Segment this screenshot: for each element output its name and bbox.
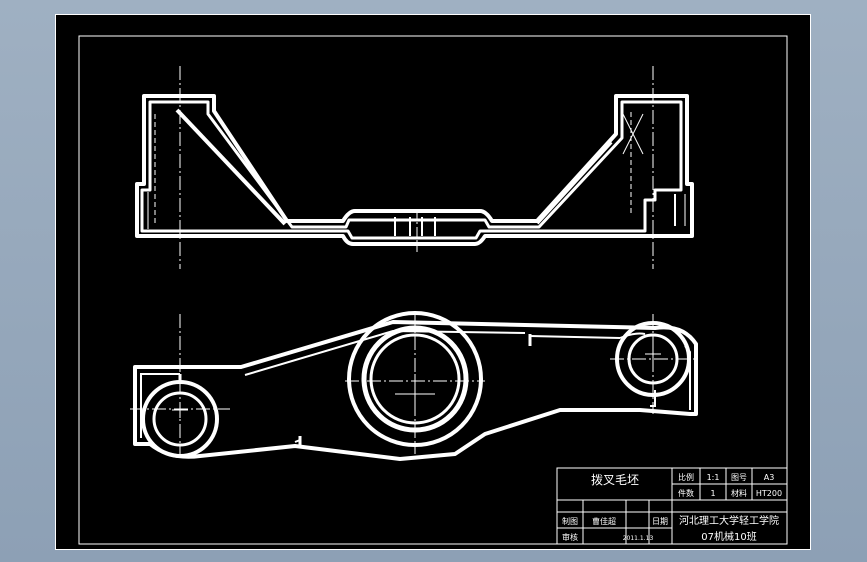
drawing-no-value: A3 [764, 473, 775, 482]
scale-value: 1:1 [707, 473, 720, 482]
drafter-label: 制图 [562, 516, 578, 526]
class-name: 07机械10班 [701, 530, 756, 543]
material-value: HT200 [756, 489, 782, 498]
inner-frame [78, 35, 788, 545]
quantity-value: 1 [710, 489, 715, 498]
title-block [556, 467, 788, 545]
drawing-sheet[interactable]: 拨叉毛坯 比例 1:1 图号 A3 件数 1 材料 HT200 制图 曹佳超 日… [55, 14, 811, 550]
top-view [130, 311, 698, 461]
drafter-name: 曹佳超 [592, 516, 616, 526]
drawing-canvas: 拨叉毛坯 比例 1:1 图号 A3 件数 1 材料 HT200 制图 曹佳超 日… [55, 14, 811, 550]
front-view [135, 66, 694, 269]
drawing-no-label: 图号 [731, 473, 747, 482]
part-name: 拨叉毛坯 [591, 473, 639, 487]
reviewer-label: 审核 [562, 532, 578, 542]
school-name: 河北理工大学轻工学院 [679, 514, 779, 527]
outer-border [55, 14, 811, 550]
title-block-text: 拨叉毛坯 比例 1:1 图号 A3 件数 1 材料 HT200 制图 曹佳超 日… [562, 472, 782, 543]
date-value: 2011.1.13 [623, 535, 654, 542]
date-label: 日期 [652, 517, 668, 526]
material-label: 材料 [731, 488, 747, 498]
quantity-label: 件数 [678, 488, 694, 498]
scale-label: 比例 [678, 472, 694, 482]
